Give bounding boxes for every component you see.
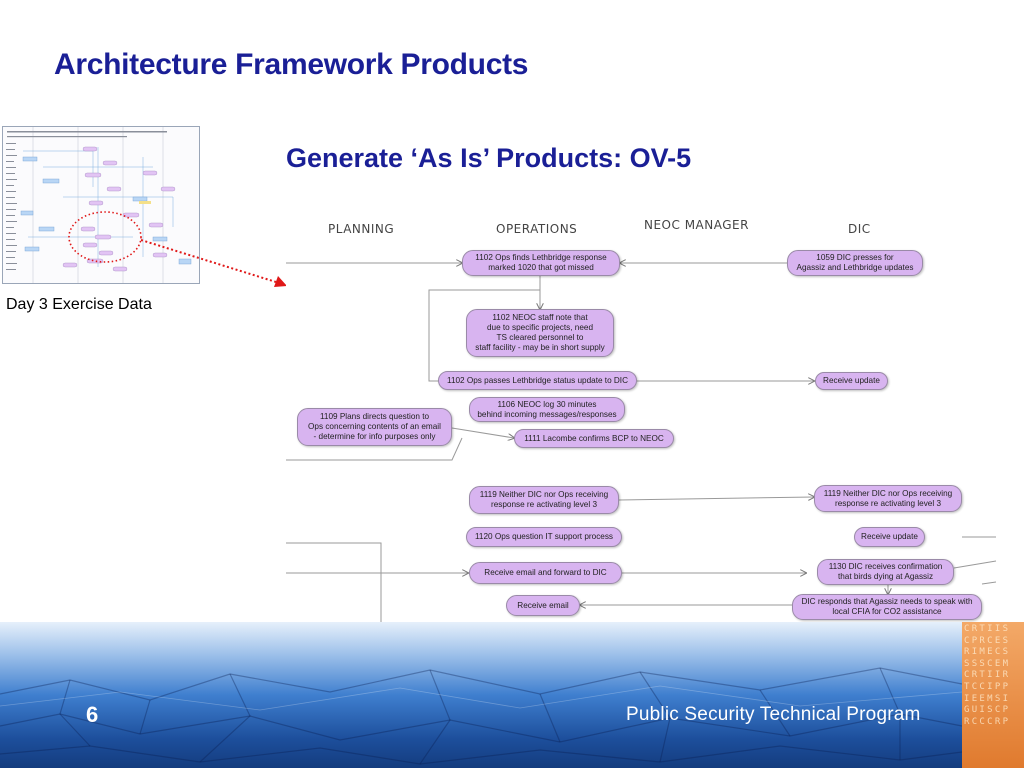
diagram-thumbnail <box>2 126 200 284</box>
slide-title: Architecture Framework Products <box>54 48 529 81</box>
footer-banner <box>0 622 1024 768</box>
activity-node[interactable]: 1130 DIC receives confirmation that bird… <box>817 559 954 585</box>
highlight-ellipse <box>68 211 142 263</box>
program-name: Public Security Technical Program <box>626 704 921 725</box>
activity-node[interactable]: 1106 NEOC log 30 minutes behind incoming… <box>469 397 625 422</box>
activity-node[interactable]: 1059 DIC presses for Agassiz and Lethbri… <box>787 250 923 276</box>
thumbnail-caption: Day 3 Exercise Data <box>6 296 152 313</box>
lane-operations: OPERATIONS <box>496 222 578 236</box>
callout-arrow-line <box>140 239 277 283</box>
footer-letter-grid: CRTIIS CPRCES RIMECS SSSCEM CRTIIR TCCIP… <box>964 624 1011 727</box>
activity-node[interactable]: Receive update <box>815 372 888 390</box>
activity-node[interactable]: 1102 Ops passes Lethbridge status update… <box>438 371 637 390</box>
diagram-subtitle: Generate ‘As Is’ Products: OV-5 <box>286 143 692 173</box>
thumbnail-graphic <box>3 127 199 283</box>
activity-node[interactable]: 1109 Plans directs question to Ops conce… <box>297 408 452 446</box>
activity-node[interactable]: 1102 Ops finds Lethbridge response marke… <box>462 250 620 276</box>
activity-node[interactable]: Receive email <box>506 595 580 616</box>
footer-background <box>0 622 1024 768</box>
activity-node[interactable]: 1119 Neither DIC nor Ops receiving respo… <box>469 486 619 514</box>
activity-node[interactable]: Receive update <box>854 527 925 547</box>
activity-node[interactable]: 1119 Neither DIC nor Ops receiving respo… <box>814 485 962 512</box>
page-number: 6 <box>86 702 99 727</box>
footer-grid-decoration: CRTIIS CPRCES RIMECS SSSCEM CRTIIR TCCIP… <box>962 622 1024 768</box>
lane-dic: DIC <box>848 222 871 236</box>
zoom-callout <box>68 211 287 287</box>
lane-planning: PLANNING <box>328 222 395 236</box>
ov5-diagram: PLANNING OPERATIONS NEOC MANAGER DIC 110… <box>286 210 998 622</box>
activity-node[interactable]: 1120 Ops question IT support process <box>466 527 622 547</box>
lane-neoc-manager: NEOC MANAGER <box>644 218 749 232</box>
activity-node[interactable]: DIC responds that Agassiz needs to speak… <box>792 594 982 620</box>
activity-node[interactable]: 1102 NEOC staff note that due to specifi… <box>466 309 614 357</box>
arrowhead-icon <box>274 276 287 287</box>
activity-node[interactable]: Receive email and forward to DIC <box>469 562 622 584</box>
activity-node[interactable]: 1111 Lacombe confirms BCP to NEOC <box>514 429 674 448</box>
diagram-connectors <box>286 210 997 622</box>
